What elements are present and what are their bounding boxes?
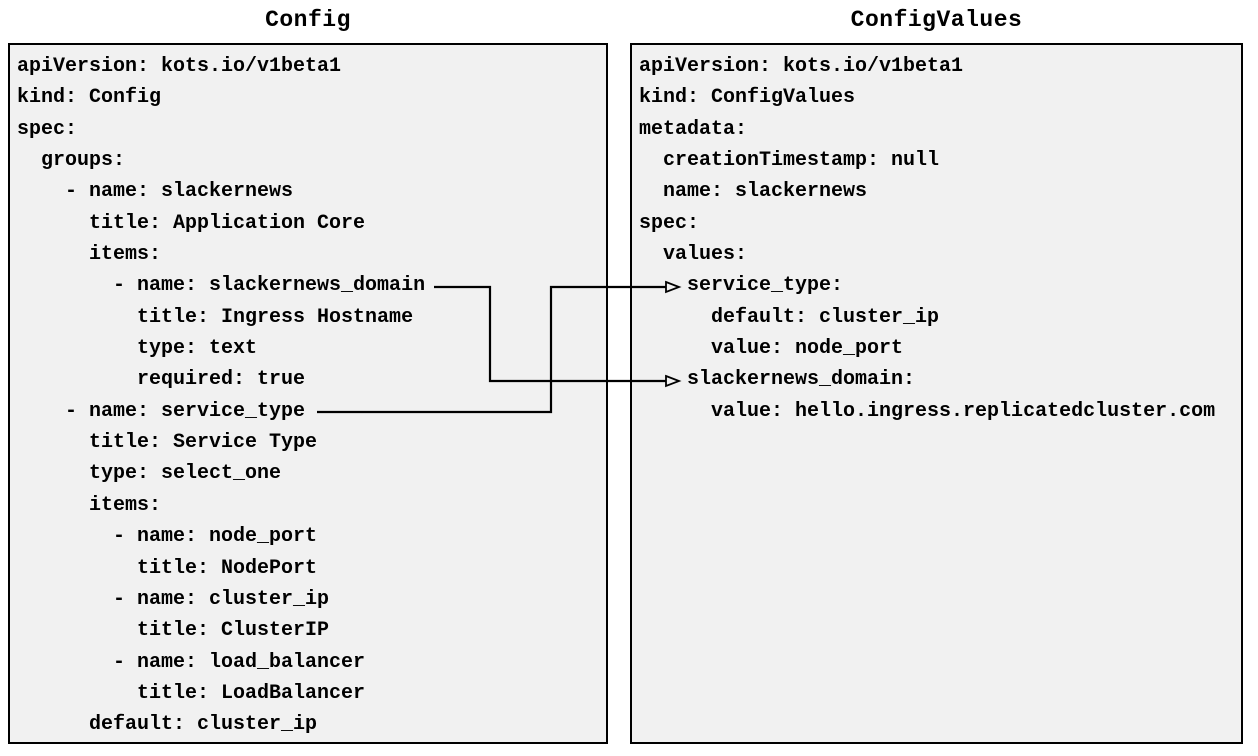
configvalues-code: apiVersion: kots.io/v1beta1 kind: Config… (632, 45, 1241, 427)
code-line: kind: Config (17, 86, 162, 110)
config-title: Config (265, 7, 351, 33)
code-line: items: (17, 493, 162, 517)
code-line: - name: node_port (17, 525, 318, 549)
code-line: creationTimestamp: null (639, 149, 940, 173)
code-line: title: Ingress Hostname (17, 305, 414, 329)
code-line: - name: cluster_ip (17, 587, 330, 611)
code-line: spec: (639, 211, 700, 235)
code-line: metadata: (639, 117, 748, 141)
code-line: name: slackernews (639, 180, 868, 204)
configvalues-title: ConfigValues (850, 7, 1023, 33)
code-line: apiVersion: kots.io/v1beta1 (17, 55, 342, 78)
configvalues-line-slackernews-domain: slackernews_domain: (639, 368, 916, 392)
code-line: title: Service Type (17, 431, 318, 455)
configvalues-line-service-type: service_type: (639, 274, 844, 298)
config-line-slackernews-domain: - name: slackernews_domain (17, 274, 426, 298)
config-line-service-type: - name: service_type (17, 399, 306, 423)
code-line: spec: (17, 117, 78, 141)
code-line: - name: load_balancer (17, 650, 366, 674)
code-line: title: LoadBalancer (17, 681, 366, 705)
code-line: apiVersion: kots.io/v1beta1 (639, 55, 964, 78)
code-line: default: cluster_ip (17, 713, 318, 737)
code-line: type: text (17, 337, 258, 361)
code-line: type: select_one (17, 462, 282, 486)
code-line: groups: (17, 149, 126, 173)
code-line: required: true (17, 368, 306, 392)
code-line: values: (639, 243, 748, 267)
code-line: - name: slackernews (17, 180, 294, 204)
code-line: title: NodePort (17, 556, 318, 580)
configvalues-box: apiVersion: kots.io/v1beta1 kind: Config… (630, 43, 1243, 744)
code-line: title: ClusterIP (17, 619, 330, 643)
code-line: default: cluster_ip (639, 305, 940, 329)
config-box: apiVersion: kots.io/v1beta1 kind: Config… (8, 43, 608, 744)
code-line: value: node_port (639, 337, 904, 361)
code-line: title: Application Core (17, 211, 366, 235)
config-code: apiVersion: kots.io/v1beta1 kind: Config… (10, 45, 606, 741)
code-line: kind: ConfigValues (639, 86, 856, 110)
code-line: value: hello.ingress.replicatedcluster.c… (639, 399, 1216, 423)
code-line: items: (17, 243, 162, 267)
